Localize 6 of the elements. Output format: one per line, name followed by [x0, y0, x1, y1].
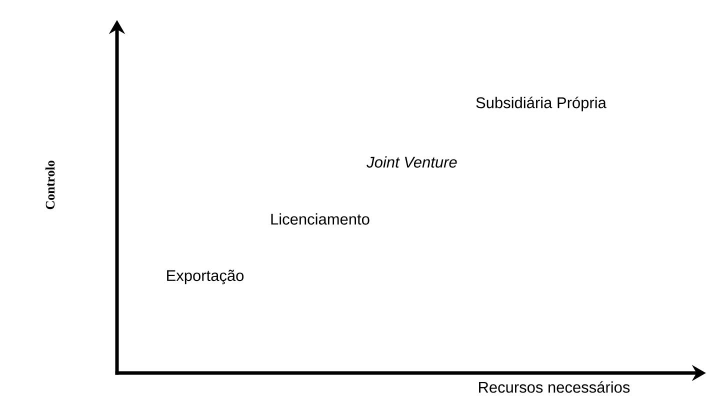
category-label: Licenciamento [271, 213, 370, 225]
category-label: Joint Venture [366, 156, 457, 168]
category-label: Exportação [167, 270, 244, 284]
axis-label: Recursos necessários [479, 381, 630, 393]
axis-label: Controlo [45, 160, 55, 210]
category-label: Subsidiária Própria [476, 96, 606, 112]
